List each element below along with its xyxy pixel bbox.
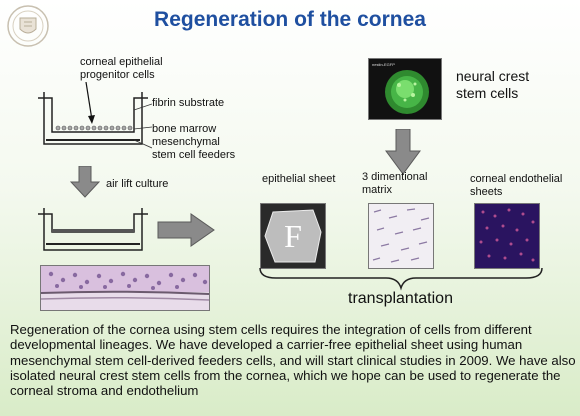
matrix-image [368, 203, 434, 269]
matrix-label: 3 dimentional matrix [362, 171, 428, 196]
air-lift-culture-label: air lift culture [106, 178, 169, 190]
transplantation-label: transplantation [348, 290, 453, 307]
histology-image [40, 265, 210, 311]
epithelial-sheet-image: F [260, 203, 326, 269]
university-logo [6, 4, 50, 48]
down-arrow-icon [385, 129, 421, 175]
microscope-caption: nestin-EGFP [372, 62, 395, 67]
fibrin-substrate-label: fibrin substrate [152, 97, 225, 109]
epithelial-sheet-label: epithelial sheet [262, 173, 336, 185]
neural-crest-label: neural crest stem cells [456, 68, 530, 101]
right-arrow-icon [157, 213, 215, 247]
page-title: Regeneration of the cornea [154, 8, 426, 31]
air-lift-dish-diagram [38, 208, 148, 251]
endothelial-sheets-label: corneal endothelial sheets [470, 173, 563, 198]
endothelial-sheet-image [474, 203, 540, 269]
progenitor-cells-label: corneal epithelial progenitor cells [80, 56, 163, 81]
bone-marrow-label: bone marrow mesenchymal stem cell feeder… [152, 123, 236, 161]
culture-dish-diagram [38, 82, 152, 149]
neural-crest-image: nestin-EGFP [368, 58, 442, 120]
description-paragraph: Regeneration of the cornea using stem ce… [10, 322, 576, 399]
down-arrow-icon [70, 166, 100, 198]
photo-letter: F [284, 218, 302, 254]
transplantation-brace [259, 267, 543, 291]
